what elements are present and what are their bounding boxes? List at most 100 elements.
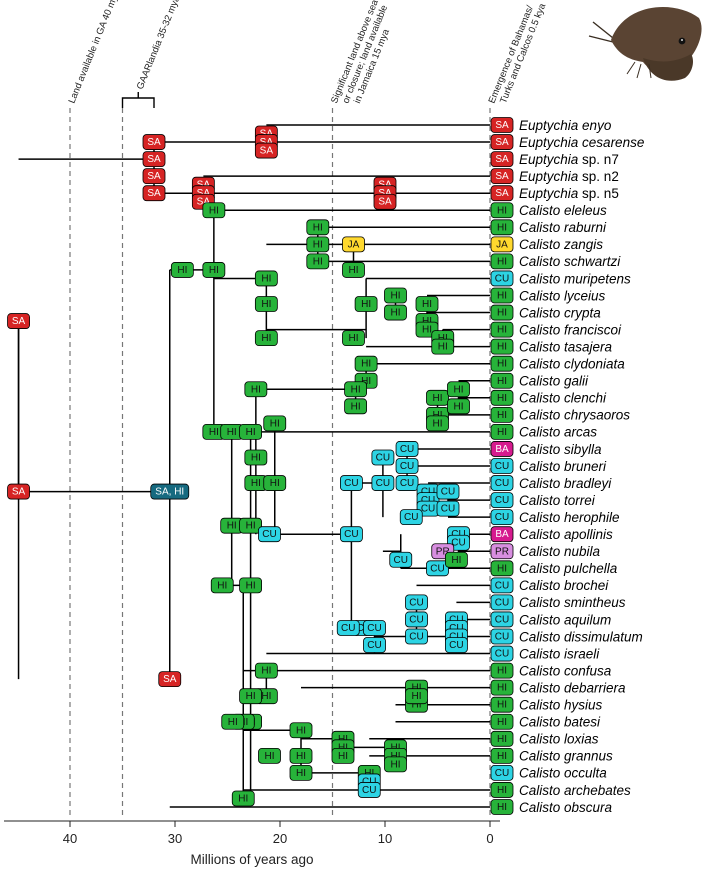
svg-text:HI: HI [296, 751, 306, 762]
ancestral-area-box: CU [426, 560, 449, 577]
svg-text:HI: HI [349, 265, 359, 276]
svg-text:SA: SA [260, 137, 274, 148]
ancestral-area-box: CU [395, 441, 419, 457]
ancestral-area-box: SA [7, 313, 30, 329]
svg-text:CU: CU [449, 632, 463, 643]
svg-text:HI: HI [454, 401, 464, 412]
svg-text:HI: HI [251, 478, 261, 489]
svg-text:HI: HI [227, 521, 237, 532]
svg-text:HI: HI [209, 205, 219, 216]
ancestral-area-box: CU [363, 620, 386, 636]
svg-text:HI: HI [497, 734, 507, 745]
taxon-name: Calisto smintheus [519, 595, 626, 610]
ancestral-area-box: SA [254, 142, 278, 159]
svg-text:CU: CU [341, 623, 355, 634]
svg-text:HI: HI [228, 717, 238, 728]
svg-text:HI: HI [261, 333, 271, 344]
ancestral-area-box: HI [220, 423, 244, 440]
svg-text:HI: HI [361, 376, 371, 387]
tip-area-box: HI [490, 560, 514, 577]
gaarlandia-bracket [121, 92, 155, 108]
svg-text:HI: HI [412, 691, 422, 702]
butterfly-wing-icon [611, 7, 702, 73]
taxon-name: Calisto eleleus [519, 203, 607, 218]
ancestral-area-box: HI [405, 688, 428, 705]
svg-text:HI: HI [433, 418, 443, 429]
tip-area-box: HI [490, 253, 514, 270]
butterfly-hindwing-icon [643, 54, 693, 81]
tip-area-box: HI [490, 304, 514, 321]
taxon-name: Euptychia cesarense [519, 135, 644, 150]
ancestral-area-box: HI [239, 517, 263, 534]
geologic-event-lines [69, 108, 491, 818]
taxon-name: Calisto herophile [519, 510, 620, 525]
svg-text:HI: HI [497, 376, 507, 387]
tip-area-box: CU [490, 458, 514, 474]
taxon-name: Calisto grannus [519, 749, 613, 764]
ancestral-area-box: HI [447, 398, 470, 415]
taxon-name: Calisto torrei [519, 493, 596, 508]
ancestral-area-box: HI [244, 381, 268, 398]
svg-text:CU: CU [495, 649, 509, 660]
svg-text:SA: SA [495, 137, 509, 148]
ancestral-area-box: HI [239, 688, 263, 705]
ancestral-area-box: HI [263, 415, 287, 432]
svg-text:HI: HI [497, 700, 507, 711]
ancestral-area-box: CU [336, 620, 360, 636]
svg-text:CU: CU [421, 495, 435, 506]
tip-area-box: HI [490, 713, 514, 730]
ancestral-area-box: CU [363, 637, 386, 653]
svg-text:SA: SA [378, 180, 392, 191]
tip-area-box: JA [490, 236, 514, 253]
tip-area-box: HI [490, 696, 514, 713]
tip-area-box: SA [490, 168, 514, 185]
ancestral-area-box: HI [342, 330, 365, 347]
ancestral-area-box: CU [258, 526, 281, 543]
svg-text:SA: SA [147, 188, 161, 199]
taxon-name: Calisto obscura [519, 800, 613, 815]
ancestral-area-box: HI [289, 747, 313, 764]
svg-text:HI: HI [261, 273, 271, 284]
svg-text:CU: CU [449, 640, 463, 651]
svg-text:HI: HI [438, 333, 448, 344]
taxon-name: Calisto galii [519, 374, 589, 389]
svg-text:HI: HI [412, 700, 422, 711]
ancestral-area-box: HI [384, 287, 407, 304]
tip-area-box: SA [490, 151, 514, 168]
tip-area-box: CU [490, 594, 514, 611]
tick-label: 20 [273, 831, 287, 846]
svg-text:HI: HI [497, 308, 507, 319]
svg-text:HI: HI [497, 666, 507, 677]
tip-area-box: CU [490, 492, 514, 509]
ancestral-area-box: HI [202, 202, 226, 219]
svg-text:CU: CU [449, 623, 463, 634]
svg-text:CU: CU [451, 529, 465, 540]
svg-text:HI: HI [422, 299, 432, 310]
axis-title: Millions of years ago [190, 852, 313, 867]
ancestral-area-box: CU [405, 594, 428, 611]
taxon-name: Calisto clenchi [519, 391, 607, 406]
svg-text:SA: SA [495, 171, 509, 182]
svg-text:CU: CU [400, 478, 414, 489]
taxon-name: Calisto batesi [519, 715, 601, 730]
svg-text:HI: HI [391, 742, 401, 753]
svg-text:HI: HI [412, 683, 422, 694]
svg-text:BA: BA [495, 444, 509, 455]
ancestral-area-box: HI [426, 415, 449, 432]
ancestral-area-box: HI [431, 338, 455, 355]
svg-text:CU: CU [430, 563, 444, 574]
ancestral-area-box: JA [342, 236, 365, 253]
ancestral-area-box: CU [405, 628, 428, 645]
svg-text:PR: PR [436, 546, 450, 557]
ancestral-area-box: HI [426, 389, 449, 406]
taxon-name: Calisto hysius [519, 698, 603, 713]
svg-text:SA: SA [495, 154, 509, 165]
ancestral-area-box: HI [306, 236, 330, 253]
svg-text:SA: SA [197, 180, 211, 191]
ancestral-area-box: HI [354, 296, 378, 312]
ancestral-area-box: SA [7, 483, 30, 500]
event-label: GAARlandia 35-32 mya [135, 0, 183, 91]
ancestral-area-box: HI [254, 270, 278, 287]
svg-text:CU: CU [344, 478, 358, 489]
